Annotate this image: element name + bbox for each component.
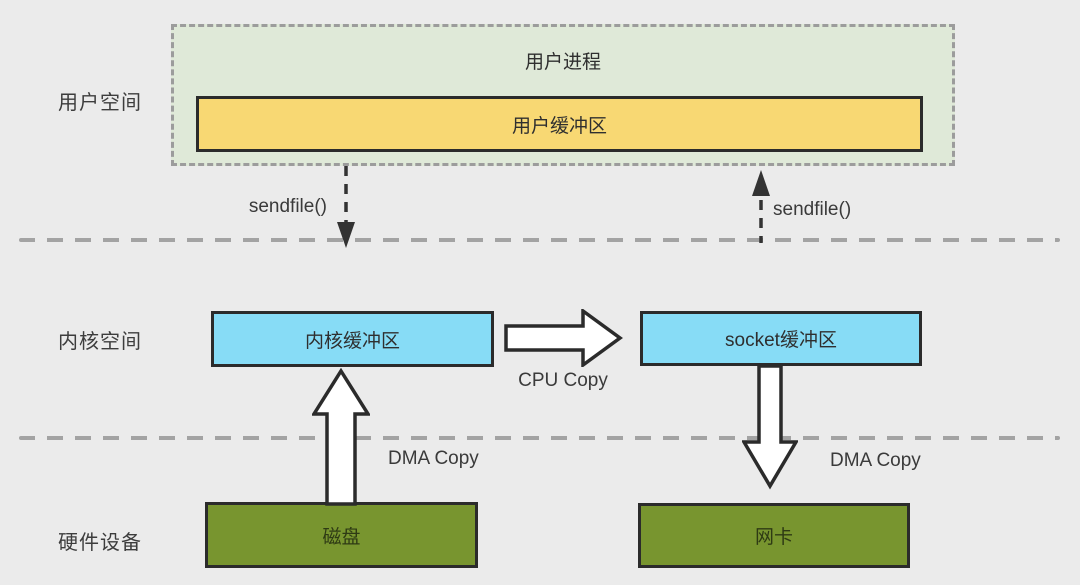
user-buffer-box: 用户缓冲区 [196, 96, 923, 152]
kernel-space-label: 内核空间 [58, 331, 142, 353]
hardware-label: 硬件设备 [58, 532, 142, 554]
sendfile-call-label: sendfile() [248, 196, 327, 217]
dma-copy-nic-down-arrow-icon [742, 365, 798, 490]
user-kernel-separator-line [19, 238, 1060, 242]
socket-buffer-box: socket缓冲区 [640, 311, 922, 366]
user-space-label: 用户空间 [58, 92, 142, 114]
cpu-copy-label: CPU Copy [518, 370, 608, 391]
sendfile-return-label: sendfile() [773, 199, 852, 220]
user-process-label: 用户进程 [524, 52, 601, 73]
sendfile-return-up-arrow-icon [752, 170, 770, 243]
dma-copy-disk-label: DMA Copy [388, 448, 479, 469]
dma-copy-nic-label: DMA Copy [830, 450, 921, 471]
kernel-hardware-separator-line [19, 436, 1060, 440]
dma-copy-disk-up-arrow-icon [312, 368, 370, 506]
cpu-copy-arrow-icon [504, 309, 623, 367]
disk-box: 磁盘 [205, 502, 478, 568]
sendfile-call-down-arrow-icon [337, 166, 355, 248]
user-process-box: 用户进程 用户缓冲区 [171, 24, 955, 166]
nic-box: 网卡 [638, 503, 910, 568]
kernel-buffer-box: 内核缓冲区 [211, 311, 494, 367]
